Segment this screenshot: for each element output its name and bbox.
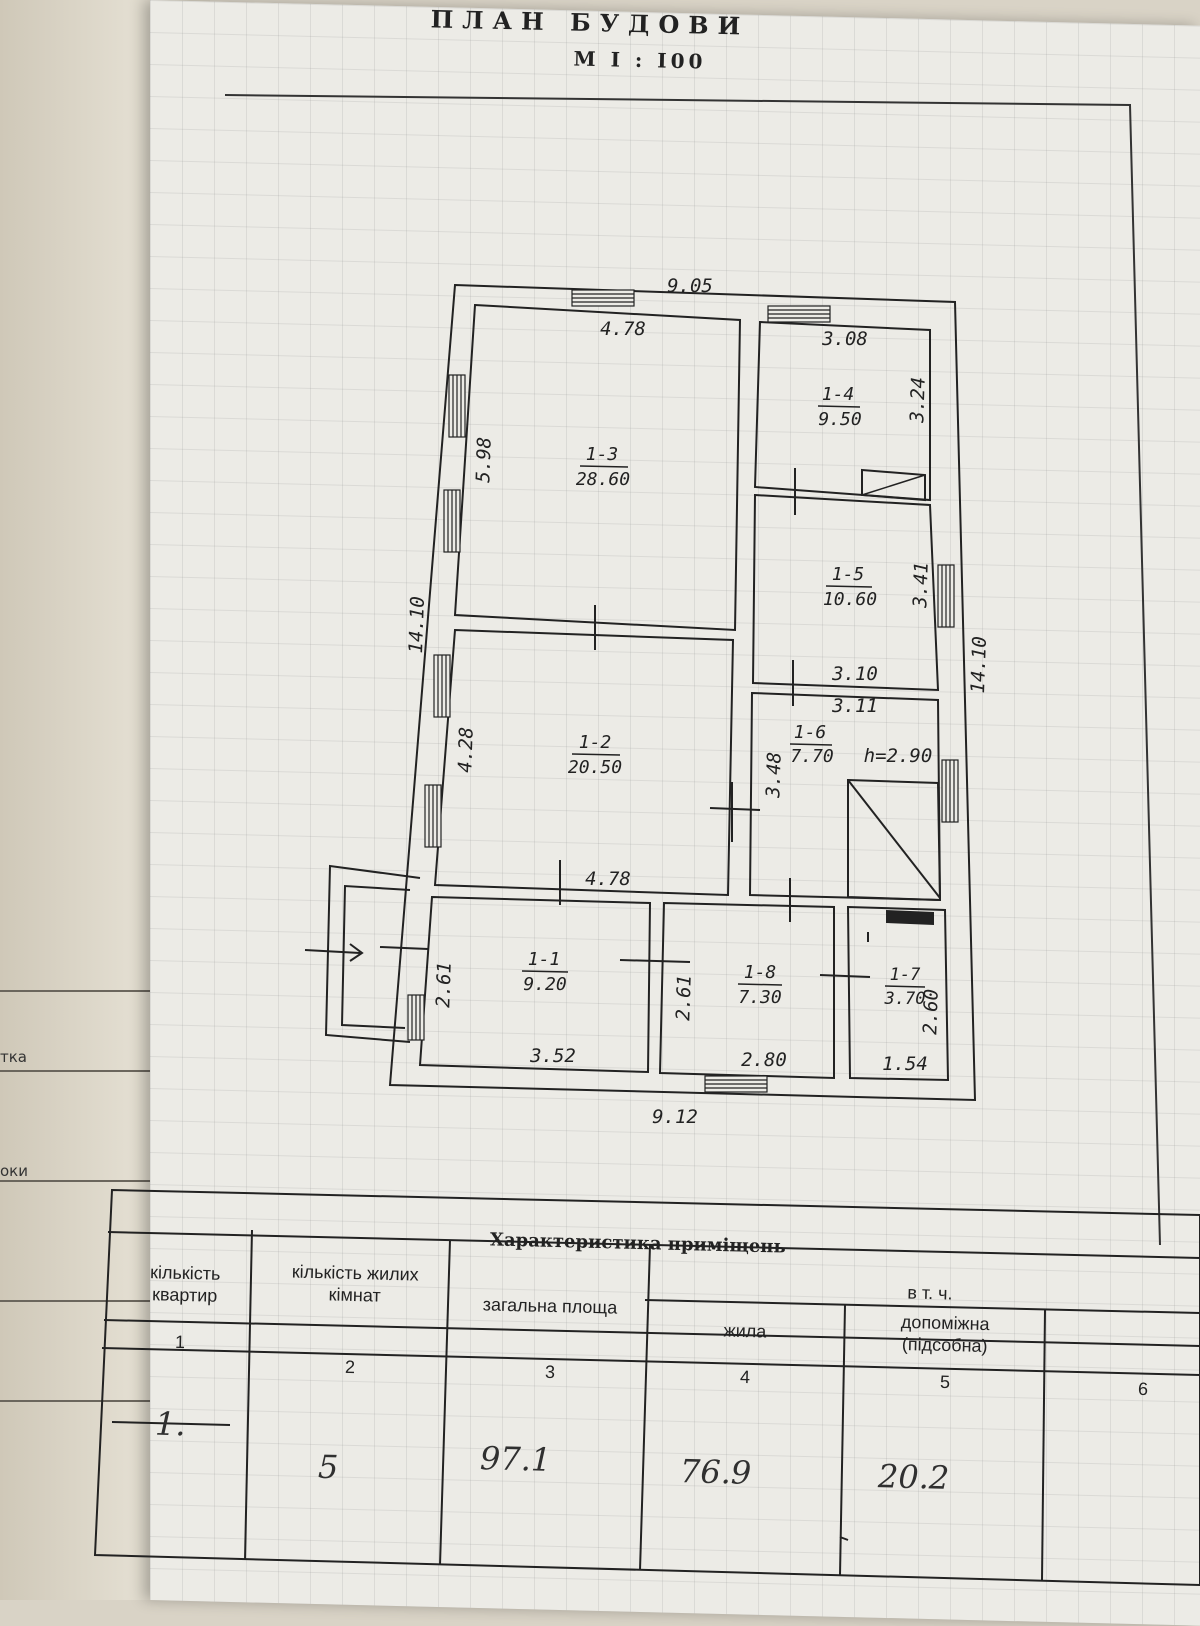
room-1-1-id: 1-1 [528, 949, 561, 970]
dimension-room-1-5-height: 3.41 [909, 562, 933, 610]
room-1-6-id: 1-6 [794, 722, 827, 743]
dimension-room-1-8-height: 2.61 [672, 975, 696, 1022]
room-1-4-area: 9.50 [818, 409, 861, 430]
value-living-area: 76.9 [679, 1452, 752, 1492]
left-page-fragment: оки [0, 1162, 28, 1180]
dimension-room-1-4-height: 3.24 [906, 377, 930, 425]
window-icon [941, 759, 959, 823]
room-1-3-id: 1-3 [586, 444, 619, 465]
dimension-room-1-7-width: 1.54 [882, 1053, 928, 1075]
room-1-5-outline [751, 493, 940, 692]
header-living-area: жила [723, 1320, 767, 1342]
room-1-2-area: 20.50 [568, 757, 622, 778]
window-icon [704, 1075, 768, 1093]
window-icon [937, 564, 955, 628]
room-1-5-area: 10.60 [823, 589, 877, 610]
room-1-3-outline [453, 303, 742, 632]
room-1-2-outline [433, 628, 735, 897]
window-icon [767, 305, 831, 323]
door-marks [379, 468, 871, 978]
dimension-overall-bottom: 9.12 [652, 1106, 698, 1128]
boiler-symbol [886, 910, 934, 925]
ceiling-height: h=2.90 [864, 745, 933, 767]
column-number: 4 [739, 1366, 751, 1388]
header-auxiliary-area: допоміжна (підсобна) [900, 1311, 990, 1357]
characteristics-table-grid [93, 1188, 1200, 1587]
window-icon [571, 289, 635, 307]
header-living-rooms: кількість жилих кімнат [291, 1261, 419, 1306]
window-icon [448, 374, 466, 438]
room-1-8-id: 1-8 [744, 962, 777, 983]
stair-box [847, 778, 942, 902]
fixture-diagonal [861, 474, 926, 496]
porch-outline-inner [340, 884, 411, 1029]
dimension-room-1-2-width: 4.78 [585, 868, 631, 890]
column-number: 3 [544, 1361, 556, 1383]
dimension-overall-top: 9.05 [667, 275, 713, 297]
fixture-box [861, 468, 926, 502]
dimension-room-1-3-height: 5.98 [472, 437, 496, 484]
entrance-arrow-icon [304, 949, 361, 954]
window-icon [443, 489, 461, 553]
dimension-room-1-3-width: 4.78 [600, 318, 646, 340]
drawing-frame [224, 94, 1161, 1246]
room-1-5-id: 1-5 [832, 564, 865, 585]
window-icon [433, 654, 451, 718]
dimension-room-1-2-height: 4.28 [454, 727, 478, 774]
room-1-1-area: 9.20 [523, 974, 566, 995]
room-1-8-area: 7.30 [738, 987, 781, 1008]
dimension-room-1-7-height: 2.60 [919, 989, 943, 1036]
value-auxiliary-area: 20.2 [877, 1457, 950, 1497]
window-icon [407, 994, 425, 1041]
room-1-4-outline [753, 320, 931, 502]
room-1-4-id: 1-4 [822, 384, 855, 405]
window-icon [424, 784, 442, 848]
dimension-overall-left: 14.10 [405, 596, 429, 654]
dimension-room-1-4-width: 3.08 [821, 328, 868, 350]
room-1-6-area: 7.70 [790, 746, 833, 767]
value-apartments: 1. [154, 1404, 186, 1444]
room-1-7-id: 1-7 [890, 965, 921, 985]
dimension-room-1-5-width: 3.10 [831, 663, 878, 685]
stair-diagonal [847, 779, 941, 899]
room-1-8-outline [658, 901, 835, 1080]
outer-wall-outline [388, 283, 977, 1102]
header-including: в т. ч. [907, 1282, 953, 1304]
column-number: 5 [939, 1371, 951, 1393]
column-number: 6 [1137, 1378, 1149, 1400]
value-living-rooms: 5 [317, 1447, 339, 1487]
value-total-area: 97.1 [479, 1439, 552, 1479]
header-total-area: загальна площа [482, 1294, 618, 1318]
left-page-fragment: тка [0, 1048, 27, 1066]
room-1-7-outline [846, 905, 950, 1082]
entrance-arrowhead-icon [349, 943, 364, 962]
dimension-room-1-1-height: 2.61 [432, 962, 456, 1009]
dimension-room-1-6-depth: 3.48 [762, 752, 786, 800]
column-number: 1 [174, 1331, 186, 1353]
dimension-overall-right: 14.10 [967, 636, 991, 694]
room-1-3-area: 28.60 [576, 469, 630, 490]
dimension-room-1-1-width: 3.52 [529, 1045, 576, 1067]
room-1-2-id: 1-2 [579, 732, 612, 753]
column-number: 2 [344, 1356, 356, 1378]
room-1-7-area: 3.70 [884, 989, 926, 1009]
dimension-room-1-6-width: 3.11 [831, 695, 878, 717]
header-apartments: кількість квартир [149, 1262, 221, 1306]
dimension-room-1-8-width: 2.80 [741, 1049, 787, 1071]
